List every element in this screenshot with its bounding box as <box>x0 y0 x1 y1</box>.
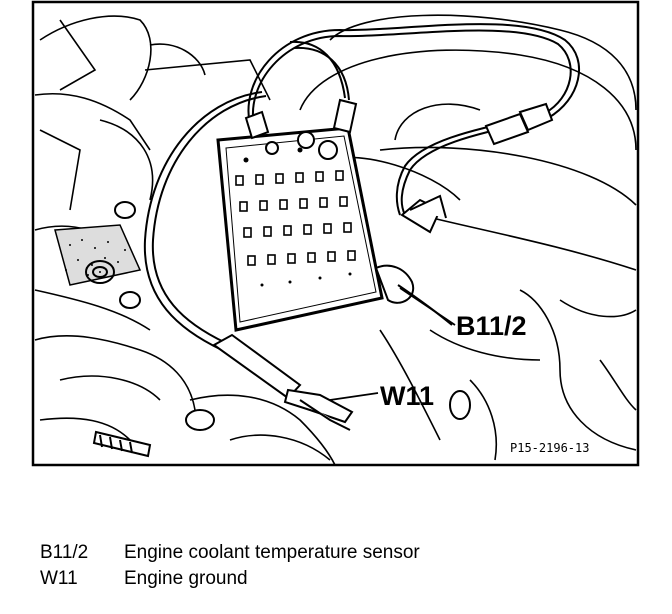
tester-box <box>216 126 384 332</box>
legend-code: W11 <box>40 568 78 589</box>
tester-socket-grid <box>235 170 356 266</box>
legend-description: Engine coolant temperature sensor <box>124 542 420 563</box>
test-leads <box>143 23 581 351</box>
engine-background-linework <box>34 14 637 466</box>
legend-code: B11/2 <box>40 542 89 563</box>
ground-probe <box>212 333 354 431</box>
figure-id: P15-2196-13 <box>510 441 589 455</box>
callout-sensor: B11/2 <box>456 311 527 341</box>
legend-row: W11 Engine ground <box>40 566 420 592</box>
bolt-left <box>85 201 141 309</box>
hose-clamp <box>92 409 215 458</box>
legend: B11/2 Engine coolant temperature sensor … <box>40 540 420 592</box>
callout-ground: W11 <box>380 381 434 411</box>
leader-lines <box>329 287 456 401</box>
stippled-gasket <box>54 224 142 286</box>
lead-plugs <box>244 98 554 146</box>
legend-description: Engine ground <box>124 568 248 589</box>
legend-row: B11/2 Engine coolant temperature sensor <box>40 540 420 566</box>
